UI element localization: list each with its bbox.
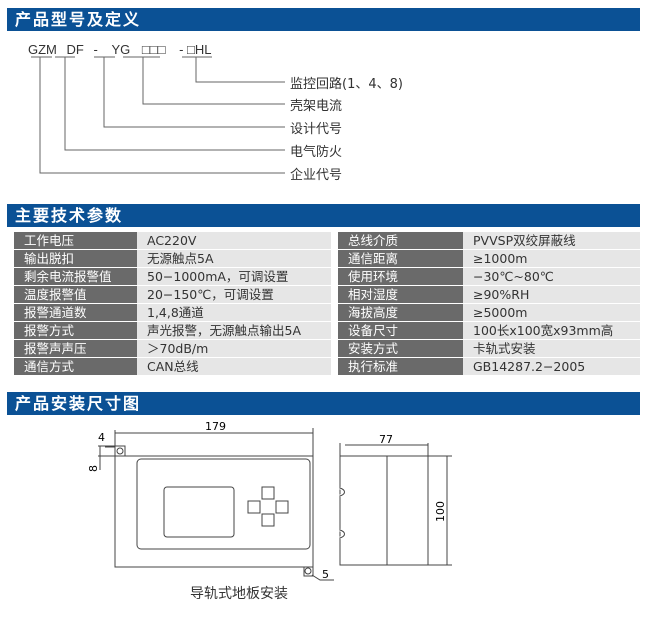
spec-label: 海拔高度 <box>338 304 463 321</box>
label-design-code: 设计代号 <box>290 122 343 137</box>
spec-value: −30℃~80℃ <box>463 268 640 285</box>
spec-label: 温度报警值 <box>14 286 137 303</box>
section-header-dimensions: 产品安装尺寸图 <box>7 392 640 415</box>
spec-label: 相对湿度 <box>338 286 463 303</box>
dim-hole: 5 <box>322 568 329 581</box>
label-fire: 电气防火 <box>290 145 343 160</box>
model-dash: - <box>179 42 184 57</box>
spec-value: ≥1000m <box>463 250 640 267</box>
spec-label: 工作电压 <box>14 232 137 249</box>
dim-left: 4 <box>98 431 105 444</box>
spec-label: 设备尺寸 <box>338 322 463 339</box>
spec-label: 通信距离 <box>338 250 463 267</box>
spec-label: 报警方式 <box>14 322 137 339</box>
spec-value: 100长x100宽x93mm高 <box>463 322 640 339</box>
model-code: GZM DF - YG □□□ - □HL <box>28 42 212 57</box>
spec-value: ≥90%RH <box>463 286 640 303</box>
dim-width: 179 <box>205 420 226 433</box>
spec-label: 通信方式 <box>14 358 137 375</box>
label-circuits: 监控回路(1、4、8) <box>290 77 403 92</box>
model-yg: YG <box>111 42 131 57</box>
spec-label: 剩余电流报警值 <box>14 268 137 285</box>
model-boxes: □□□ <box>141 42 166 57</box>
dim-top: 8 <box>87 465 100 472</box>
spec-row: 相对湿度≥90%RH <box>338 286 640 303</box>
spec-row: 安装方式卡轨式安装 <box>338 340 640 357</box>
dim-height: 100 <box>434 501 447 522</box>
model-hl: □HL <box>187 42 212 57</box>
section-header-model: 产品型号及定义 <box>7 8 640 31</box>
drawing-caption: 导轨式地板安装 <box>190 586 288 602</box>
spec-value: GB14287.2−2005 <box>463 358 640 375</box>
model-df: DF <box>66 42 84 57</box>
spec-label: 执行标准 <box>338 358 463 375</box>
spec-value: PVVSP双绞屏蔽线 <box>463 232 640 249</box>
spec-row: 通信距离≥1000m <box>338 250 640 267</box>
spec-value: CAN总线 <box>137 358 331 375</box>
spec-value: 20−150℃，可调设置 <box>137 286 331 303</box>
spec-row: 报警声声压＞70dB/m <box>14 340 331 357</box>
spec-value: AC220V <box>137 232 331 249</box>
spec-label: 输出脱扣 <box>14 250 137 267</box>
spec-label: 报警声声压 <box>14 340 137 357</box>
label-company: 企业代号 <box>290 168 343 183</box>
spec-value: 1,4,8通道 <box>137 304 331 321</box>
spec-label: 总线介质 <box>338 232 463 249</box>
spec-label: 使用环境 <box>338 268 463 285</box>
dim-depth: 77 <box>379 433 393 446</box>
spec-value: 50−1000mA，可调设置 <box>137 268 331 285</box>
spec-value: ＞70dB/m <box>137 340 331 357</box>
spec-row: 报警方式声光报警，无源触点输出5A <box>14 322 331 339</box>
spec-label: 安装方式 <box>338 340 463 357</box>
spec-value: ≥5000m <box>463 304 640 321</box>
spec-row: 输出脱扣无源触点5A <box>14 250 331 267</box>
spec-label: 报警通道数 <box>14 304 137 321</box>
model-dash: - <box>93 42 98 57</box>
spec-value: 声光报警，无源触点输出5A <box>137 322 331 339</box>
spec-row: 使用环境−30℃~80℃ <box>338 268 640 285</box>
model-gzm: GZM <box>28 42 57 57</box>
spec-value: 无源触点5A <box>137 250 331 267</box>
spec-row: 海拔高度≥5000m <box>338 304 640 321</box>
spec-value: 卡轨式安装 <box>463 340 640 357</box>
section-header-specs: 主要技术参数 <box>7 204 640 227</box>
label-frame-current: 壳架电流 <box>290 99 343 114</box>
